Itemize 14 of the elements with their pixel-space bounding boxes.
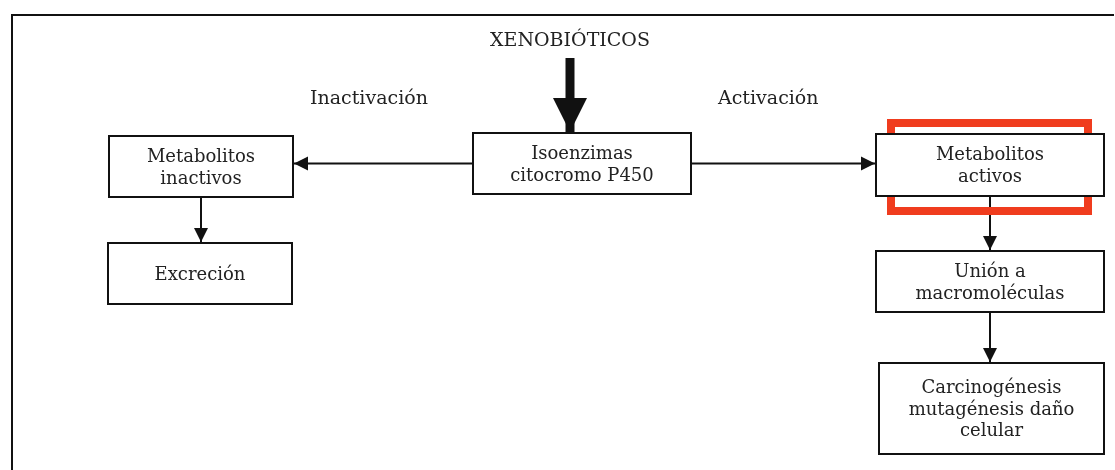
- process-box: Metabolitos activos: [875, 133, 1105, 197]
- arrow: [983, 196, 997, 251]
- arrow: [553, 58, 587, 132]
- process-box: Isoenzimas citocromo P450: [472, 132, 692, 195]
- process-box: Excreción: [107, 242, 293, 305]
- process-box: Carcinogénesis mutagénesis daño celular: [878, 362, 1105, 455]
- arrow: [194, 197, 208, 243]
- arrow: [691, 156, 876, 171]
- arrow: [293, 156, 473, 171]
- annotation-text: Inactivación: [310, 86, 428, 108]
- process-box: Unión a macromoléculas: [875, 250, 1105, 313]
- annotation-text: Activación: [718, 86, 819, 108]
- arrow: [983, 312, 997, 363]
- process-box: Metabolitos inactivos: [108, 135, 294, 198]
